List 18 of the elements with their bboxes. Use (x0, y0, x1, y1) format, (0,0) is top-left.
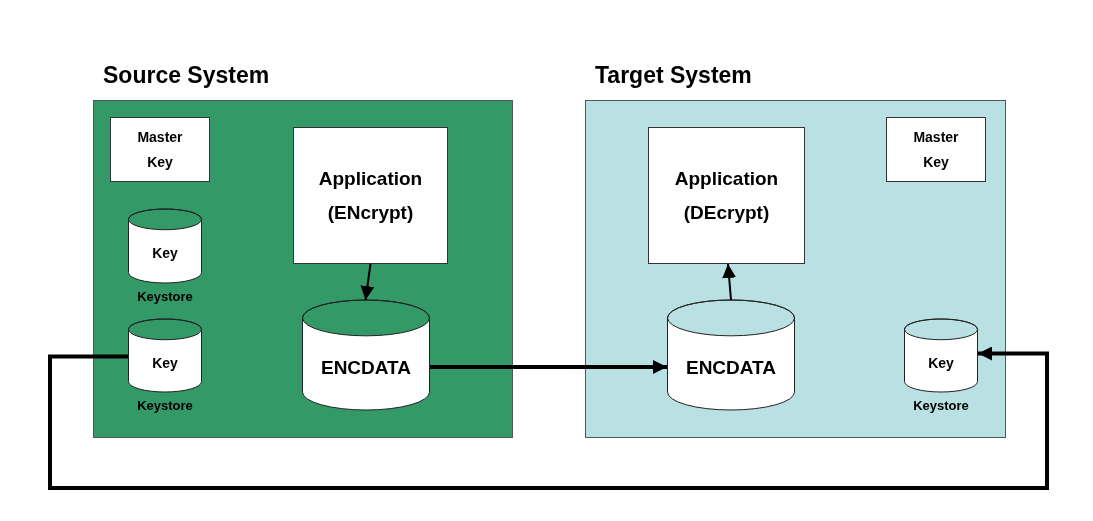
component-box: Application (ENcrypt) (293, 127, 448, 264)
node-label: ENCDATA (320, 355, 412, 380)
arrow (722, 263, 737, 301)
component-box: Application (DEcrypt) (648, 127, 805, 264)
arrow (48, 346, 1049, 490)
caption-label: Keystore (136, 398, 194, 413)
arrow (430, 360, 667, 374)
node-label: Key (152, 353, 178, 373)
panel-heading: Target System (595, 62, 752, 89)
panel-heading: Source System (103, 62, 270, 89)
component-box: Master Key (886, 117, 986, 182)
arrow (360, 263, 375, 301)
node-label: Key (152, 244, 178, 263)
node-label: Key (928, 353, 954, 373)
component-box: Master Key (110, 117, 210, 182)
node-label: ENCDATA (685, 355, 777, 380)
caption-label: Keystore (136, 289, 194, 304)
caption-label: Keystore (912, 398, 970, 413)
